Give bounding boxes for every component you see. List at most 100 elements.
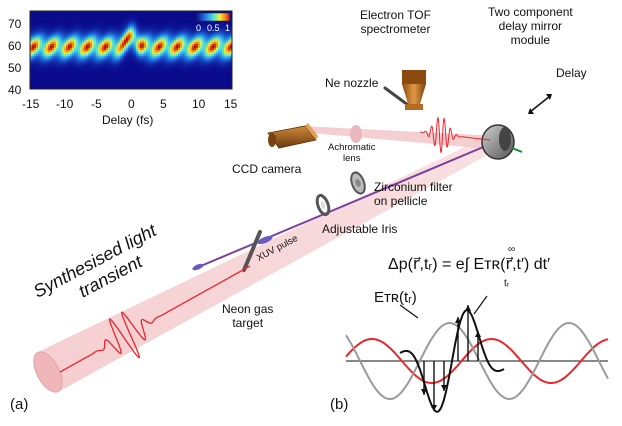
spectrogram-cell <box>86 22 89 25</box>
spectrogram-cell <box>230 69 232 72</box>
spectrogram-cell <box>36 53 39 57</box>
spectrogram-cell <box>74 18 77 21</box>
spectrogram-cell <box>62 18 65 21</box>
spectrogram-cell <box>214 71 217 74</box>
spectrogram-cell <box>176 75 179 78</box>
spectrogram-cell <box>58 24 61 27</box>
spectrogram-cell <box>60 40 63 43</box>
spectrogram-cell <box>74 22 77 25</box>
spectrogram-cell <box>106 30 109 33</box>
spectrogram-cell <box>116 11 119 14</box>
spectrogram-cell <box>230 22 232 25</box>
spectrogram-cell <box>208 11 211 14</box>
spectrogram-cell <box>36 83 39 86</box>
spectrogram-cell <box>176 26 179 29</box>
spectrogram-cell <box>144 81 147 84</box>
spectrogram-cell <box>34 42 37 45</box>
spectrogram-cell <box>204 61 207 64</box>
spectrogram-cell <box>178 57 181 60</box>
spectrogram-cell <box>186 61 189 64</box>
spectrogram-cell <box>122 30 125 33</box>
spectrogram-cell <box>40 28 43 31</box>
spectrogram-cell <box>106 85 109 88</box>
spectrogram-cell <box>154 85 157 88</box>
spectrogram-cell <box>116 20 119 23</box>
spectrogram-cell <box>86 36 89 39</box>
spectrogram-cell <box>226 48 229 51</box>
spectrogram-cell <box>50 46 53 49</box>
spectrogram-cell <box>62 44 65 47</box>
spectrogram-cell <box>60 18 63 21</box>
spectrogram-cell <box>120 14 123 18</box>
spectrogram-cell <box>208 22 211 25</box>
spectrogram-cell <box>122 14 125 18</box>
inset-ytick: 70 <box>8 17 22 31</box>
spectrogram-cell <box>100 28 103 31</box>
spectrogram-cell <box>72 32 75 35</box>
spectrogram-cell <box>136 44 139 47</box>
spectrogram-cell <box>196 46 199 49</box>
spectrogram-cell <box>92 81 95 84</box>
spectrogram-cell <box>196 77 199 80</box>
spectrogram-cell <box>60 69 63 72</box>
spectrogram-cell <box>210 30 213 33</box>
spectrogram-cell <box>78 55 81 59</box>
spectrogram-cell <box>136 28 139 31</box>
spectrogram-cell <box>146 20 149 23</box>
spectrogram-cell <box>228 34 231 37</box>
integral-upper-limit: ∞ <box>508 244 516 255</box>
spectrogram-cell <box>218 24 221 27</box>
spectrogram-cell <box>76 22 79 25</box>
spectrogram-cell <box>210 87 213 89</box>
spectrogram-cell <box>194 22 197 25</box>
spectrogram-cell <box>230 26 232 29</box>
spectrogram-cell <box>84 75 87 78</box>
spectrogram-cell <box>90 71 93 74</box>
spectrogram-cell <box>92 63 95 66</box>
spectrogram-cell <box>154 40 157 43</box>
spectrogram-cell <box>212 22 215 25</box>
spectrogram-cell <box>68 40 71 43</box>
spectrogram-cell <box>66 85 69 88</box>
spectrogram-cell <box>212 20 215 23</box>
spectrogram-cell <box>194 69 197 72</box>
spectrogram-cell <box>182 73 185 76</box>
spectrogram-cell <box>110 79 113 82</box>
spectrogram-cell <box>166 71 169 74</box>
spectrogram-cell <box>180 73 183 76</box>
spectrogram-cell <box>128 14 131 18</box>
spectrogram-cell <box>142 44 145 47</box>
spectrogram-cell <box>108 42 111 45</box>
spectrogram-cell <box>156 77 159 80</box>
spectrogram-cell <box>216 83 219 86</box>
spectrogram-cell <box>168 24 171 27</box>
spectrogram-cell <box>206 87 209 89</box>
spectrogram-cell <box>76 12 79 16</box>
spectrogram-cell <box>30 69 33 72</box>
spectrogram-cell <box>164 53 167 57</box>
spectrogram-cell <box>154 30 157 33</box>
spectrogram-cell <box>144 77 147 80</box>
spectrogram-cell <box>144 20 147 23</box>
spectrogram-cell <box>34 53 37 57</box>
spectrogram-cell <box>68 20 71 23</box>
spectrogram-cell <box>186 34 189 37</box>
spectrogram-cell <box>106 50 109 53</box>
spectrogram-cell <box>220 50 223 53</box>
spectrogram-cell <box>52 38 55 41</box>
spectrogram-cell <box>98 51 101 55</box>
spectrogram-cell <box>188 18 191 21</box>
spectrogram-cell <box>98 77 101 80</box>
spectrogram-cell <box>96 79 99 82</box>
spectrogram-cell <box>38 12 41 16</box>
spectrogram-cell <box>66 57 69 60</box>
spectrogram-cell <box>44 81 47 84</box>
spectrogram-cell <box>88 11 91 14</box>
spectrogram-cell <box>114 67 117 70</box>
spectrogram-cell <box>122 46 125 49</box>
spectrogram-cell <box>204 69 207 72</box>
spectrogram-cell <box>136 36 139 39</box>
spectrogram-cell <box>52 36 55 39</box>
spectrogram-cell <box>80 12 83 16</box>
